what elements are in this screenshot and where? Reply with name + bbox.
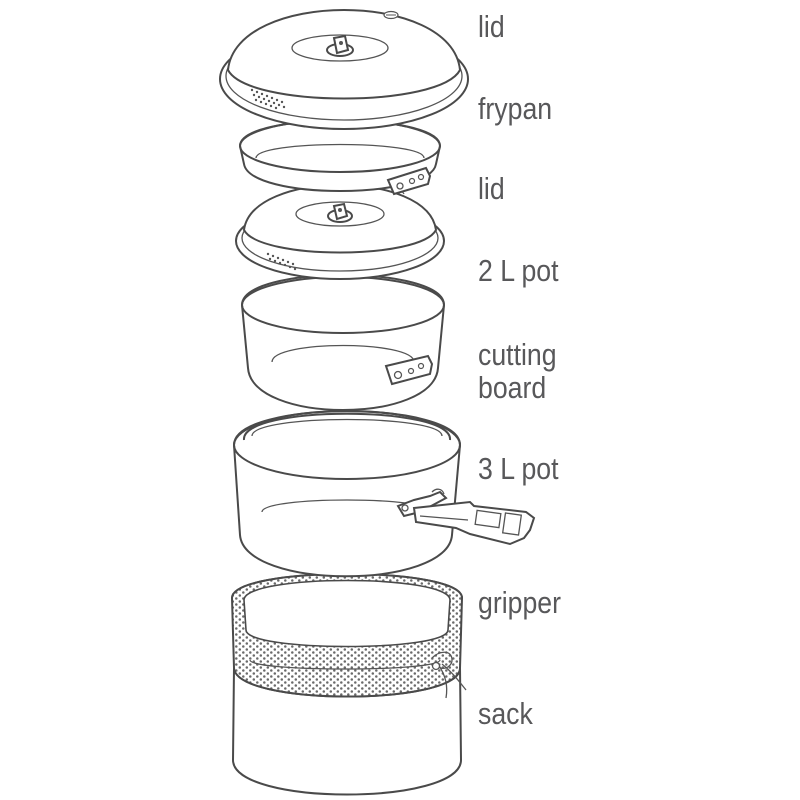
label-lid-top: lid (478, 9, 505, 44)
pot-2l-illustration (240, 274, 446, 411)
pot-handle-icon (396, 488, 536, 546)
pot-3l-illustration (232, 410, 536, 578)
vent-holes-icon (266, 252, 297, 271)
lid-second-illustration (235, 184, 445, 280)
lid-knob-icon (327, 202, 353, 223)
frypan-illustration (238, 119, 442, 196)
drawcord-icon (431, 651, 467, 699)
label-pot-2l: 2 L pot (478, 253, 559, 288)
label-cutting-board: cutting board (478, 338, 557, 404)
label-gripper: gripper (478, 585, 561, 620)
label-cutting-board-line2: board (478, 370, 547, 405)
lid-top-illustration (219, 9, 469, 130)
label-frypan: frypan (478, 91, 553, 126)
lid-knob-icon (326, 34, 354, 57)
frypan-clip-icon (386, 166, 432, 196)
label-sack: sack (478, 696, 533, 731)
pot-clip-icon (384, 354, 434, 386)
brand-badge-icon (383, 10, 399, 20)
label-lid-second: lid (478, 171, 505, 206)
label-cutting-board-line1: cutting (478, 337, 557, 372)
label-pot-3l: 3 L pot (478, 451, 559, 486)
vent-holes-icon (250, 88, 286, 110)
sack-illustration (230, 573, 467, 796)
